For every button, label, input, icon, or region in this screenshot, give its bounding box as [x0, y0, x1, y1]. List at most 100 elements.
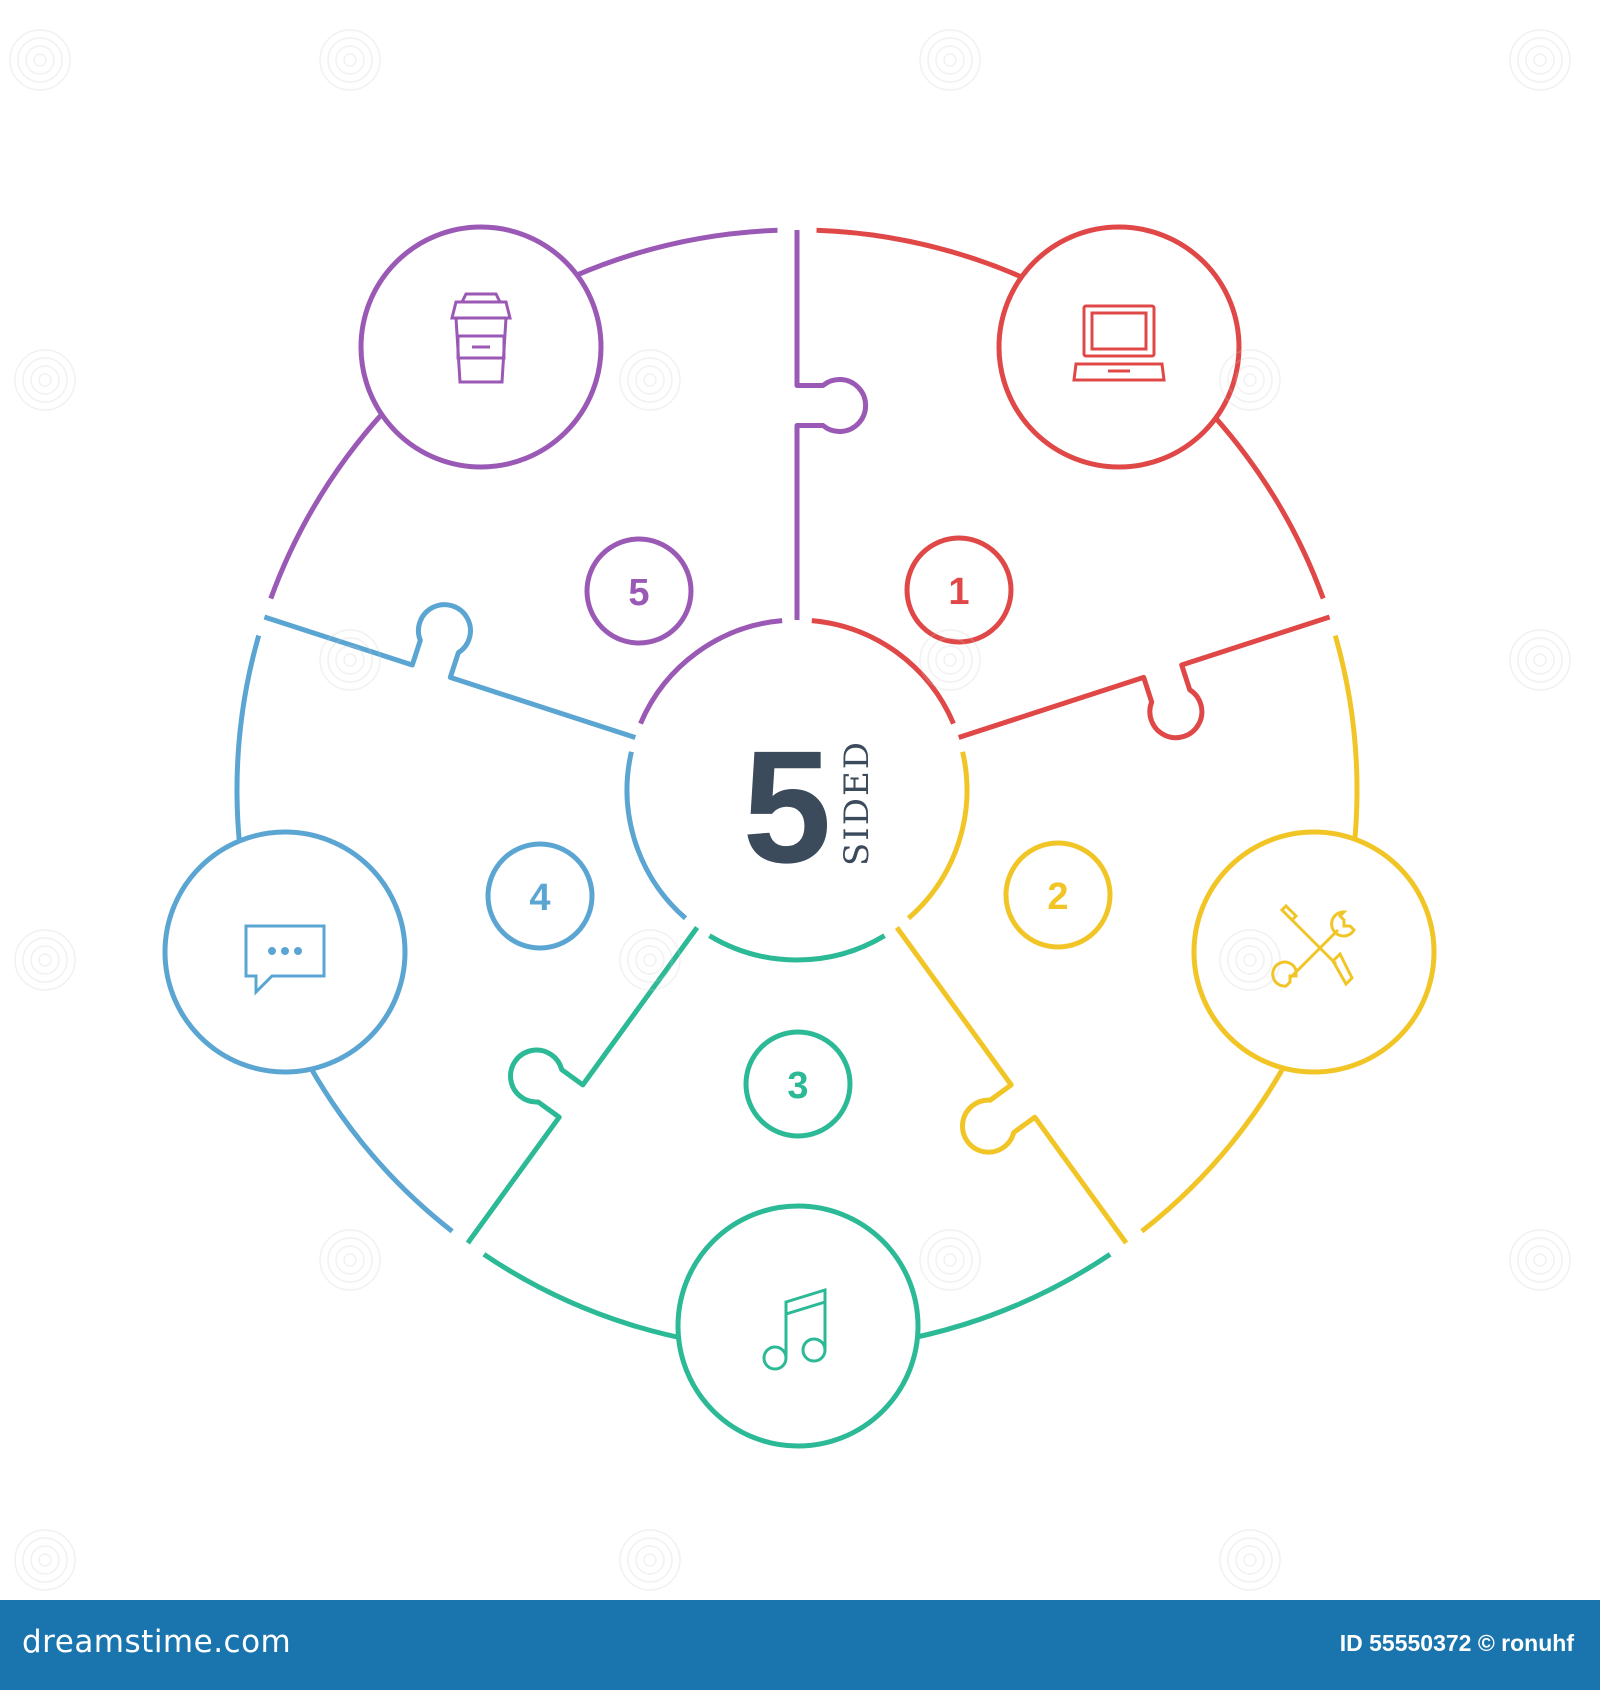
- watermark-swirl: [30, 945, 60, 975]
- watermark-swirl: [25, 45, 55, 75]
- watermark-swirl: [1219, 929, 1281, 991]
- watermark-swirl: [1243, 373, 1257, 387]
- watermark-swirl: [1525, 45, 1555, 75]
- watermark-swirl: [327, 37, 373, 83]
- watermark-swirl: [1219, 1529, 1281, 1591]
- step-badge-ring: [584, 536, 694, 646]
- watermark-swirl: [14, 349, 76, 411]
- watermark-swirl: [1525, 645, 1555, 675]
- watermark-swirl: [635, 1545, 665, 1575]
- watermark-swirl: [1243, 1553, 1257, 1567]
- watermark-swirl: [619, 1529, 681, 1591]
- center-word: SIDED: [837, 740, 877, 866]
- hub-arc: [638, 618, 783, 725]
- hub-arc: [624, 751, 688, 921]
- watermark-swirl: [919, 29, 981, 91]
- watermark-swirl: [935, 1245, 965, 1275]
- step-badge-4: 4: [485, 841, 595, 951]
- watermark-swirl: [335, 45, 365, 75]
- watermark-swirl: [1517, 37, 1563, 83]
- watermark-swirl: [319, 29, 381, 91]
- watermark-swirl: [335, 645, 365, 675]
- watermark-swirl: [1509, 29, 1571, 91]
- center-number: 5: [743, 717, 832, 896]
- step-badge-1: 1: [904, 535, 1014, 645]
- icon-node-1: [996, 224, 1242, 470]
- watermark-swirl: [30, 1545, 60, 1575]
- icon-node-ring: [996, 224, 1242, 470]
- watermark-swirl: [1219, 349, 1281, 411]
- watermark-swirl: [38, 953, 52, 967]
- watermark-swirl: [1227, 1537, 1273, 1583]
- watermark-swirl: [1525, 1245, 1555, 1275]
- step-badge-ring: [904, 535, 1014, 645]
- step-number: 1: [948, 571, 969, 613]
- icon-node-2: [1191, 829, 1437, 1075]
- watermark-swirl: [1243, 953, 1257, 967]
- step-badge-3: 3: [743, 1029, 853, 1139]
- step-badge-2: 2: [1003, 840, 1113, 950]
- watermark-swirl: [319, 1229, 381, 1291]
- chat-bubble-icon: [244, 924, 326, 996]
- laptop-icon: [1072, 304, 1166, 382]
- watermark-swirl: [627, 357, 673, 403]
- watermark-swirl: [927, 637, 973, 683]
- puzzle-connector: [263, 602, 637, 740]
- step-badge-ring: [1003, 840, 1113, 950]
- icon-node-3: [675, 1203, 921, 1449]
- watermark-swirl: [627, 1537, 673, 1583]
- watermark-swirl: [1235, 365, 1265, 395]
- watermark-swirl: [327, 1237, 373, 1283]
- watermark-swirl: [1533, 53, 1547, 67]
- watermark-swirl: [319, 629, 381, 691]
- site-logo: dreamstime.com: [22, 1624, 292, 1660]
- puzzle-cycle-diagram: 5 SIDED 1 2 3 4 5: [9, 29, 1571, 1591]
- watermark-swirl: [1509, 1229, 1571, 1291]
- watermark-swirl: [1517, 637, 1563, 683]
- step-badge-ring: [743, 1029, 853, 1139]
- watermark-swirl: [22, 357, 68, 403]
- image-id-credit: ID 55550372 © ronuhf: [1339, 1630, 1574, 1656]
- puzzle-connector: [894, 926, 1129, 1245]
- watermark-swirl: [943, 53, 957, 67]
- hub-arc: [811, 618, 956, 725]
- puzzle-connector: [465, 926, 700, 1245]
- watermark-swirl: [343, 1253, 357, 1267]
- watermark-swirl: [1235, 1545, 1265, 1575]
- watermark-swirl: [935, 45, 965, 75]
- watermark-swirl: [33, 53, 47, 67]
- watermark-swirl: [643, 1553, 657, 1567]
- watermark-swirl: [17, 37, 63, 83]
- watermark-swirl: [38, 373, 52, 387]
- step-number: 4: [529, 877, 550, 919]
- center-hub: [624, 618, 970, 963]
- watermark-swirl: [327, 637, 373, 683]
- step-badge-5: 5: [584, 536, 694, 646]
- watermark-swirl: [1227, 357, 1273, 403]
- watermark-swirl: [38, 1553, 52, 1567]
- watermark-swirl: [643, 953, 657, 967]
- tools-icon: [1271, 903, 1356, 988]
- watermark-swirl: [635, 365, 665, 395]
- watermark-swirl: [919, 629, 981, 691]
- watermark-swirl: [927, 37, 973, 83]
- coffee-cup-icon: [450, 292, 512, 384]
- watermark-swirl: [9, 29, 71, 91]
- icon-node-4: [162, 829, 408, 1075]
- watermark-swirl: [22, 937, 68, 983]
- watermark-swirl: [1509, 629, 1571, 691]
- footer-bar: dreamstime.com ID 55550372 © ronuhf: [0, 1600, 1600, 1690]
- watermark-swirl: [1517, 1237, 1563, 1283]
- watermark-swirl: [1533, 653, 1547, 667]
- step-badge-ring: [485, 841, 595, 951]
- watermark-swirl: [619, 349, 681, 411]
- watermark-swirl: [343, 653, 357, 667]
- watermark-swirl: [1227, 937, 1273, 983]
- puzzle-connector: [794, 230, 869, 620]
- watermark-swirl: [935, 645, 965, 675]
- watermark-swirl: [14, 1529, 76, 1591]
- step-number: 2: [1047, 876, 1068, 918]
- puzzle-connector: [957, 614, 1331, 741]
- watermark-swirl: [643, 373, 657, 387]
- watermark-swirl: [22, 1537, 68, 1583]
